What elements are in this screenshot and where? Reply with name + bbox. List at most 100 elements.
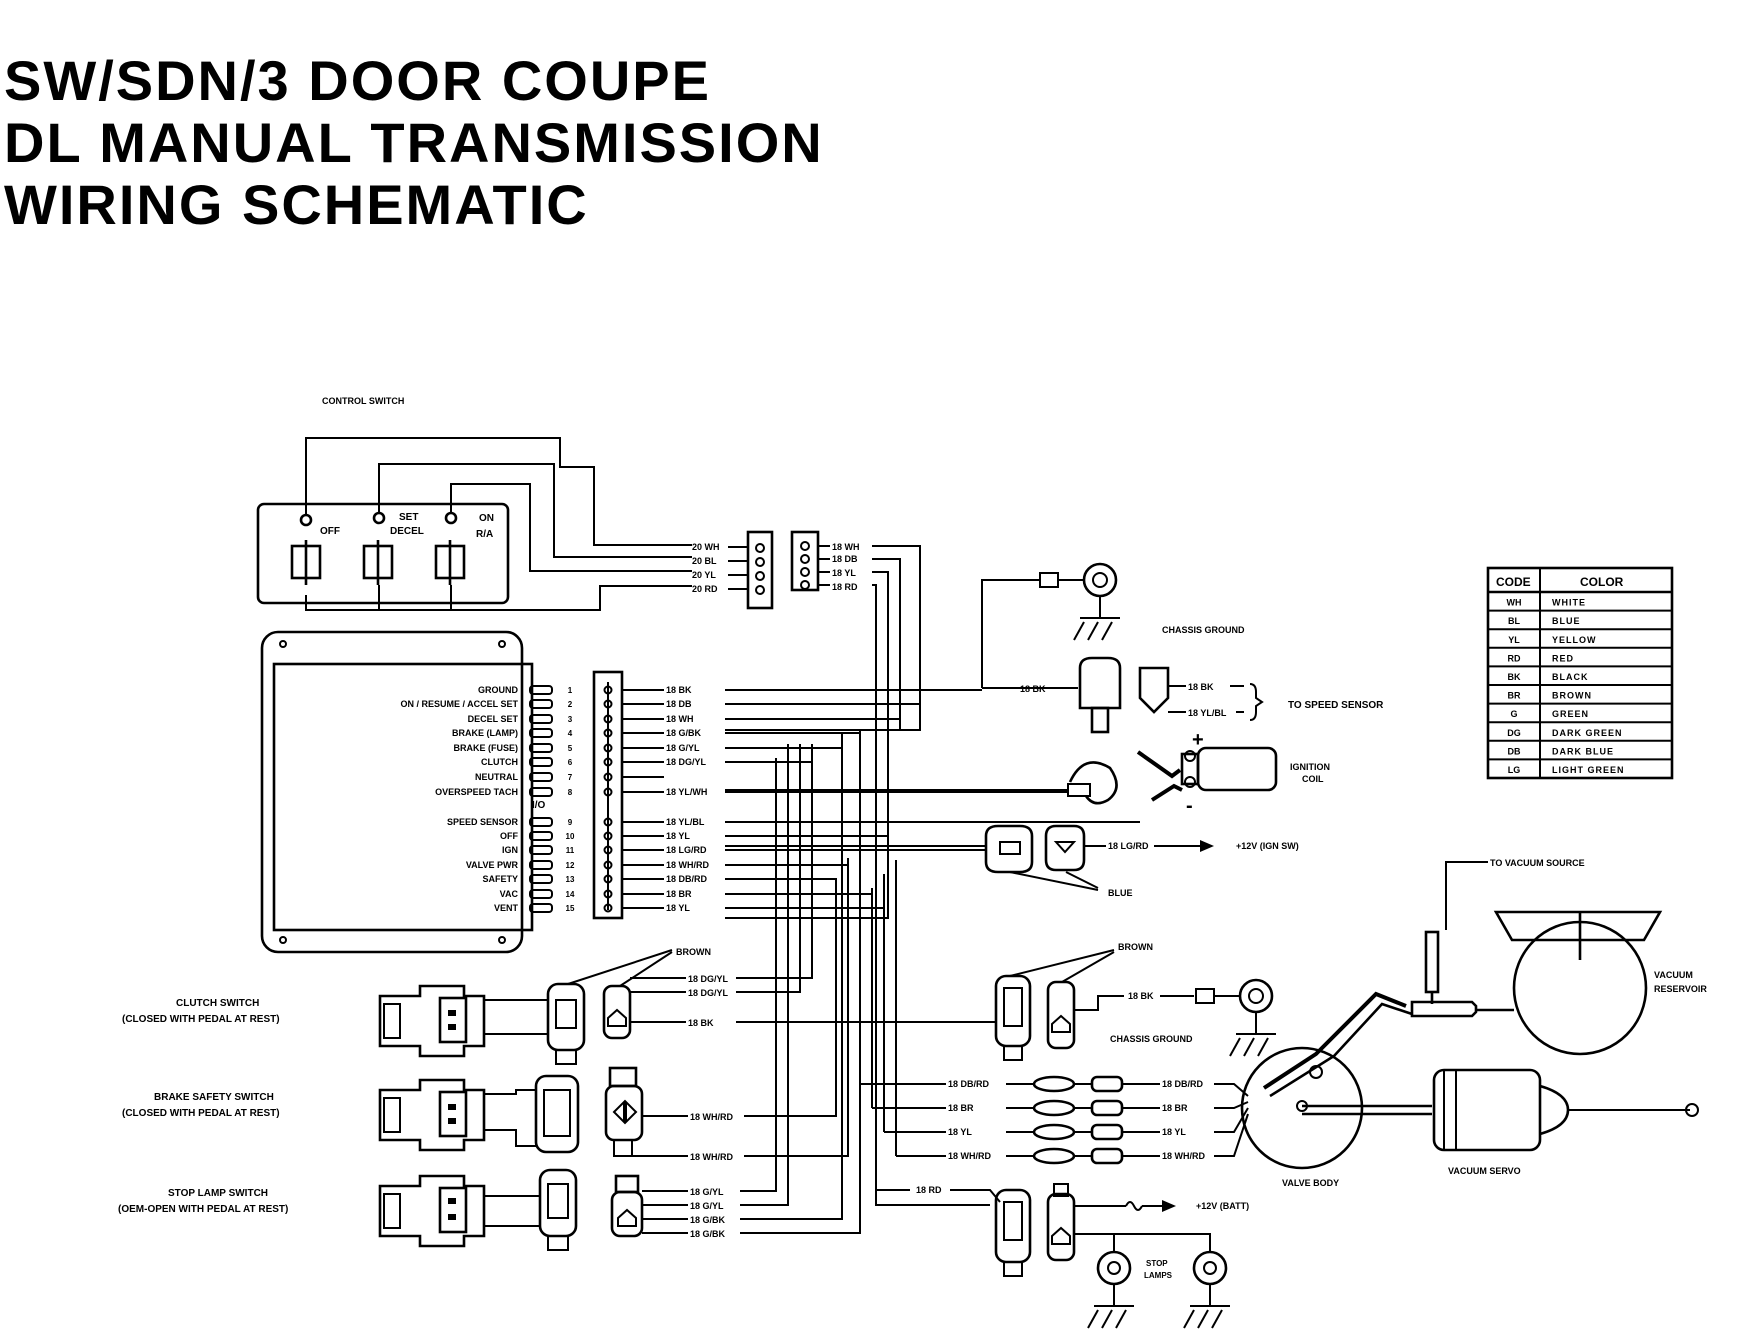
brake-safety-switch [378, 1066, 644, 1157]
title-line-3: WIRING SCHEMATIC [4, 173, 589, 236]
ign-sw-connector [984, 824, 1099, 891]
pin-number: 13 [566, 875, 575, 884]
switch-pos-on: ON [479, 513, 494, 524]
pin-wire-label: 18 DB [666, 699, 692, 709]
pin-name: NEUTRAL [475, 772, 518, 782]
chassis-ground-top [981, 562, 1120, 688]
inline-connector-female [1090, 1099, 1124, 1117]
pin-contact [603, 845, 613, 855]
brake-switch-label: BRAKE SAFETY SWITCH [154, 1092, 274, 1103]
stop-wire-2: 18 G/YL [690, 1201, 724, 1211]
pin-contact [603, 699, 613, 709]
pin-terminal [529, 728, 553, 738]
legend-header-color: COLOR [1580, 575, 1624, 589]
chassis-ground-label-right: CHASSIS GROUND [1110, 1034, 1193, 1044]
vacuum-source-label: TO VACUUM SOURCE [1490, 858, 1585, 868]
pin-number: 9 [568, 818, 573, 827]
inline-connector-female [1090, 1123, 1124, 1141]
pin-contact [603, 743, 613, 753]
vacuum-servo-label: VACUUM SERVO [1448, 1166, 1521, 1176]
pin-wire-label: 18 DG/YL [666, 757, 707, 767]
speed-sensor-wire-2: 18 YL/BL [1188, 708, 1227, 718]
vacuum-reservoir-label-1: VACUUM [1654, 970, 1693, 980]
stop-lamps-label-2: LAMPS [1144, 1271, 1173, 1280]
title-line-1: SW/SDN/3 DOOR COUPE [4, 49, 711, 112]
pin-name: VAC [500, 889, 519, 899]
pin-terminal [529, 860, 553, 870]
pin-name: SPEED SENSOR [447, 817, 519, 827]
pin-terminal [529, 903, 553, 913]
pin-contact [603, 757, 613, 767]
legend-color: DARK GREEN [1552, 728, 1623, 738]
brake-wire-2: 18 WH/RD [690, 1152, 734, 1162]
inline-connector-female [1090, 1147, 1124, 1165]
control-switch-label: CONTROL SWITCH [322, 396, 404, 406]
pin-number: 7 [568, 773, 573, 782]
pin-number: 11 [566, 846, 575, 855]
clutch-wire-1: 18 DG/YL [688, 974, 729, 984]
legend-color: BLUE [1552, 616, 1581, 626]
valve-wire-right: 18 DB/RD [1162, 1079, 1204, 1089]
valve-wire-left: 18 BR [948, 1103, 974, 1113]
title-line-2: DL MANUAL TRANSMISSION [4, 111, 824, 174]
pin-number: 4 [568, 729, 573, 738]
cw-right-1: 18 WH [832, 542, 860, 552]
ign-sw-wire: 18 LG/RD [1108, 841, 1149, 851]
inline-connector-male [1032, 1099, 1076, 1117]
pin-name: GROUND [478, 685, 518, 695]
stop-lamp-switch-label: STOP LAMP SWITCH [168, 1188, 268, 1199]
io-marker: I/O [532, 800, 546, 811]
pin-name: OVERSPEED TACH [435, 787, 518, 797]
control-switch: OFF SET DECEL ON R/A [256, 502, 510, 605]
pin-wire-label: 18 BR [666, 889, 692, 899]
valve-wire-left: 18 WH/RD [948, 1151, 992, 1161]
pin-contact [603, 874, 613, 884]
clutch-switch [378, 949, 673, 1065]
stop-wire-1: 18 G/YL [690, 1187, 724, 1197]
stop-lamps [1087, 1250, 1230, 1329]
pin-contact [603, 714, 613, 724]
pin-terminal [529, 772, 553, 782]
pin-contact [603, 685, 613, 695]
stop-lamp-switch [378, 1168, 644, 1251]
speed-sensor-wire-1: 18 BK [1188, 682, 1214, 692]
inline-connector-male [1032, 1075, 1076, 1093]
cw-left-1: 20 WH [692, 542, 720, 552]
coil-label-2: COIL [1302, 774, 1324, 784]
pin-wire-label: 18 YL [666, 903, 690, 913]
pin-terminal [529, 685, 553, 695]
legend-color: DARK BLUE [1552, 746, 1614, 756]
clutch-switch-label: CLUTCH SWITCH [176, 998, 259, 1009]
pin-name: SAFETY [482, 874, 518, 884]
legend-code: DG [1507, 728, 1521, 738]
coil-label-1: IGNITION [1290, 762, 1330, 772]
pin-name: CLUTCH [481, 757, 518, 767]
switch-pos-decel: DECEL [390, 526, 424, 537]
inline-connector-female [1090, 1075, 1124, 1093]
pin-number: 2 [568, 700, 573, 709]
pin-contact [603, 728, 613, 738]
stop-lamps-label-1: STOP [1146, 1259, 1168, 1268]
legend-color: LIGHT GREEN [1552, 765, 1625, 775]
pin-name: BRAKE (FUSE) [454, 743, 519, 753]
brown-label-left: BROWN [676, 947, 711, 957]
stop-wire-4: 18 G/BK [690, 1229, 726, 1239]
pin-number: 15 [566, 904, 575, 913]
pin-name: ON / RESUME / ACCEL SET [400, 699, 518, 709]
pin-terminal [529, 699, 553, 709]
pin-contact [603, 889, 613, 899]
legend-code: YL [1508, 635, 1520, 645]
valve-body-lead [1214, 1113, 1249, 1157]
valve-body-label: VALVE BODY [1282, 1178, 1339, 1188]
valve-wire-right: 18 YL [1162, 1127, 1186, 1137]
brown-label-right: BROWN [1118, 942, 1153, 952]
coil-minus: - [1186, 795, 1193, 817]
pin-terminal [529, 743, 553, 753]
pin-terminal [529, 831, 553, 841]
legend-code: WH [1507, 598, 1522, 608]
clutch-switch-note: (CLOSED WITH PEDAL AT REST) [122, 1014, 280, 1025]
